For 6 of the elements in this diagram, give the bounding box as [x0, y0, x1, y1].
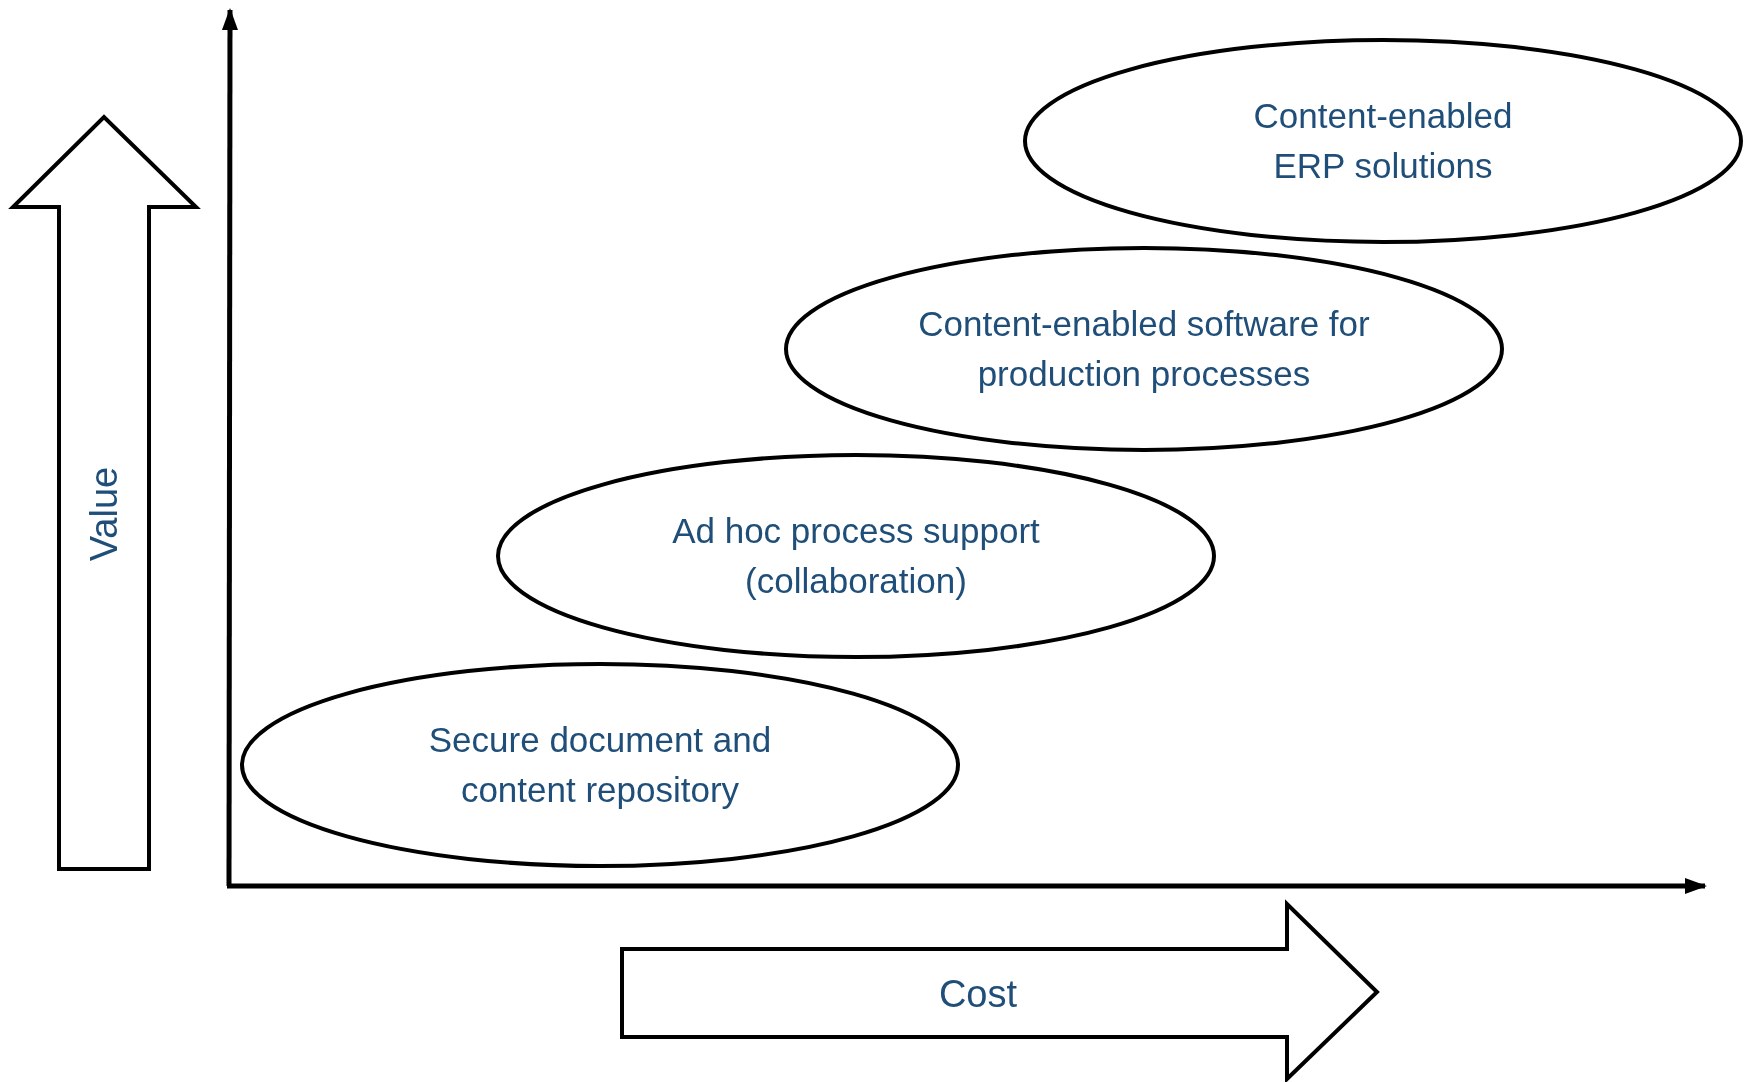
ellipse-label: Content-enabled software for production processes: [917, 303, 1371, 395]
ellipse-label: Content-enabled ERP solutions: [1252, 95, 1514, 187]
axis-label: Value: [82, 466, 126, 562]
ellipse-label: Secure document and content repository: [427, 719, 773, 811]
ellipse-label: Ad hoc process support (collaboration): [671, 510, 1041, 602]
axis-label: Cost: [938, 972, 1018, 1016]
